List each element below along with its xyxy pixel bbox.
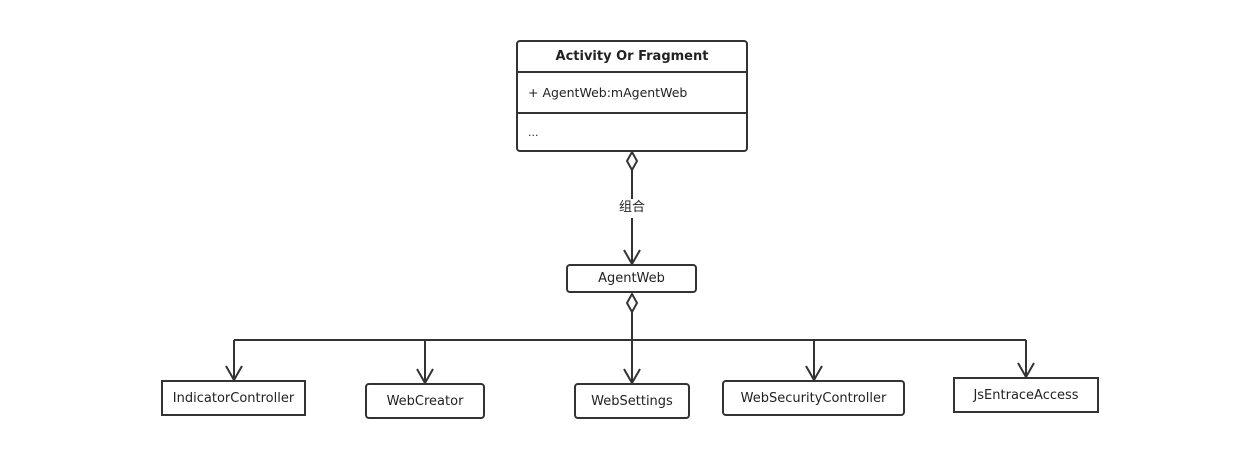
diamond-root [625, 149, 639, 173]
node-js-entrace-access: JsEntraceAccess [953, 377, 1099, 413]
node-agentweb: AgentWeb [566, 264, 697, 293]
node-indicator-controller: IndicatorController [161, 380, 306, 416]
node-web-creator: WebCreator [365, 383, 485, 419]
class-name: Activity Or Fragment [518, 42, 746, 73]
class-activity-or-fragment: Activity Or Fragment + AgentWeb:mAgentWe… [516, 40, 748, 152]
composition-label: 组合 [612, 199, 652, 217]
class-attribute: + AgentWeb:mAgentWeb [518, 73, 746, 114]
diamond-agentweb [625, 291, 639, 315]
class-operations: ... [528, 125, 539, 139]
node-web-settings: WebSettings [574, 383, 690, 419]
node-web-security-controller: WebSecurityController [722, 380, 905, 416]
